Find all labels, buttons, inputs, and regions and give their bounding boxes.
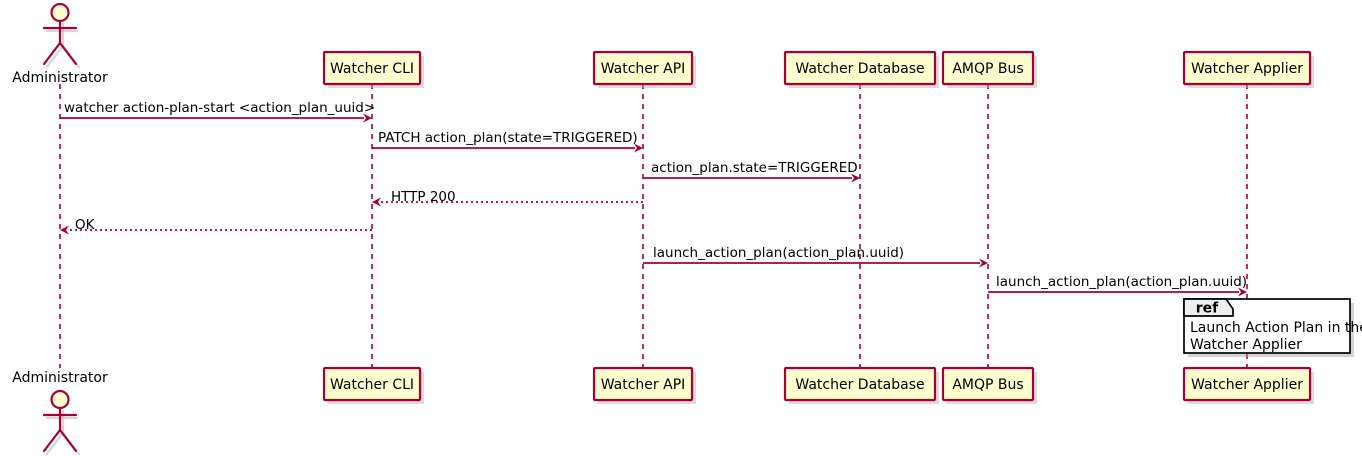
actor-administrator-bottom[interactable] bbox=[42, 389, 81, 456]
actor-shadow bbox=[45, 44, 65, 69]
participant-label: Watcher Applier bbox=[1191, 377, 1303, 393]
message-arrowhead bbox=[372, 197, 381, 207]
participant-box[interactable] bbox=[1182, 50, 1312, 86]
actor-leg-left bbox=[42, 41, 62, 66]
participant-label: Watcher API bbox=[601, 61, 686, 77]
participant-box[interactable] bbox=[783, 50, 937, 86]
participant-box[interactable] bbox=[783, 366, 937, 402]
actor-label-bottom: Administrator bbox=[12, 370, 108, 386]
message-arrowhead bbox=[363, 113, 372, 123]
message-arrowhead bbox=[979, 258, 988, 268]
participant-watcher-database-top[interactable]: Watcher Database bbox=[783, 50, 939, 88]
actor-head bbox=[50, 389, 70, 410]
message-msg-3[interactable]: action_plan.state=TRIGGERED bbox=[643, 160, 860, 183]
participant-watcher-cli-bottom[interactable]: Watcher CLI bbox=[322, 366, 424, 404]
participant-label: Watcher CLI bbox=[330, 61, 414, 77]
actor-head bbox=[50, 2, 70, 23]
messages-layer: watcher action-plan-start <action_plan_u… bbox=[60, 100, 1247, 297]
participant-watcher-api-bottom[interactable]: Watcher API bbox=[592, 366, 696, 404]
message-arrowhead bbox=[634, 143, 643, 153]
actor-leg-right bbox=[58, 428, 78, 453]
message-label: action_plan.state=TRIGGERED bbox=[651, 160, 858, 176]
participant-watcher-applier-top[interactable]: Watcher Applier bbox=[1182, 50, 1314, 88]
participant-watcher-api-top[interactable]: Watcher API bbox=[592, 50, 696, 88]
actor-leg-left bbox=[42, 428, 62, 453]
participant-watcher-database-bottom[interactable]: Watcher Database bbox=[783, 366, 939, 404]
message-label: PATCH action_plan(state=TRIGGERED) bbox=[378, 130, 638, 146]
participant-box[interactable] bbox=[592, 366, 694, 402]
message-arrowhead bbox=[1238, 287, 1247, 297]
participant-box[interactable] bbox=[592, 50, 694, 86]
participant-amqp-bus-bottom[interactable]: AMQP Bus bbox=[941, 366, 1037, 404]
reference-frame-tab-label: ref bbox=[1196, 301, 1219, 317]
participant-box[interactable] bbox=[322, 366, 422, 402]
participant-label: Watcher Database bbox=[795, 377, 924, 393]
message-msg-5[interactable]: OK bbox=[60, 217, 372, 235]
message-label: OK bbox=[75, 217, 96, 233]
message-msg-6[interactable]: launch_action_plan(action_plan.uuid) bbox=[643, 245, 988, 268]
message-label: HTTP 200 bbox=[391, 189, 456, 205]
reference-frame-line: Launch Action Plan in the bbox=[1190, 320, 1362, 336]
participant-watcher-cli-top[interactable]: Watcher CLI bbox=[322, 50, 424, 88]
participant-box[interactable] bbox=[322, 50, 422, 86]
participant-label: AMQP Bus bbox=[952, 377, 1023, 393]
actor-administrator-top[interactable] bbox=[42, 2, 81, 69]
message-arrowhead bbox=[851, 173, 860, 183]
participant-box[interactable] bbox=[941, 366, 1035, 402]
reference-frame-line: Watcher Applier bbox=[1190, 337, 1302, 353]
message-msg-1[interactable]: watcher action-plan-start <action_plan_u… bbox=[60, 100, 375, 123]
participant-label: Watcher Applier bbox=[1191, 61, 1303, 77]
participant-label: Watcher CLI bbox=[330, 377, 414, 393]
message-arrowhead bbox=[60, 225, 69, 235]
participant-label: AMQP Bus bbox=[952, 61, 1023, 77]
participant-amqp-bus-top[interactable]: AMQP Bus bbox=[941, 50, 1037, 88]
message-label: launch_action_plan(action_plan.uuid) bbox=[653, 245, 904, 261]
reference-frame-tab bbox=[1183, 298, 1234, 317]
message-msg-7[interactable]: launch_action_plan(action_plan.uuid) bbox=[988, 274, 1247, 297]
actor-shadow bbox=[45, 431, 65, 456]
participant-label: Watcher Database bbox=[795, 61, 924, 77]
lifelines-layer bbox=[59, 84, 1248, 368]
message-msg-2[interactable]: PATCH action_plan(state=TRIGGERED) bbox=[372, 130, 643, 153]
message-msg-4[interactable]: HTTP 200 bbox=[372, 189, 643, 207]
participant-box[interactable] bbox=[1182, 366, 1312, 402]
message-label: watcher action-plan-start <action_plan_u… bbox=[64, 100, 375, 116]
actor-label-top: Administrator bbox=[12, 70, 108, 86]
participant-box[interactable] bbox=[941, 50, 1035, 86]
message-label: launch_action_plan(action_plan.uuid) bbox=[996, 274, 1247, 290]
participant-watcher-applier-bottom[interactable]: Watcher Applier bbox=[1182, 366, 1314, 404]
actor-leg-right bbox=[58, 41, 78, 66]
participant-label: Watcher API bbox=[601, 377, 686, 393]
